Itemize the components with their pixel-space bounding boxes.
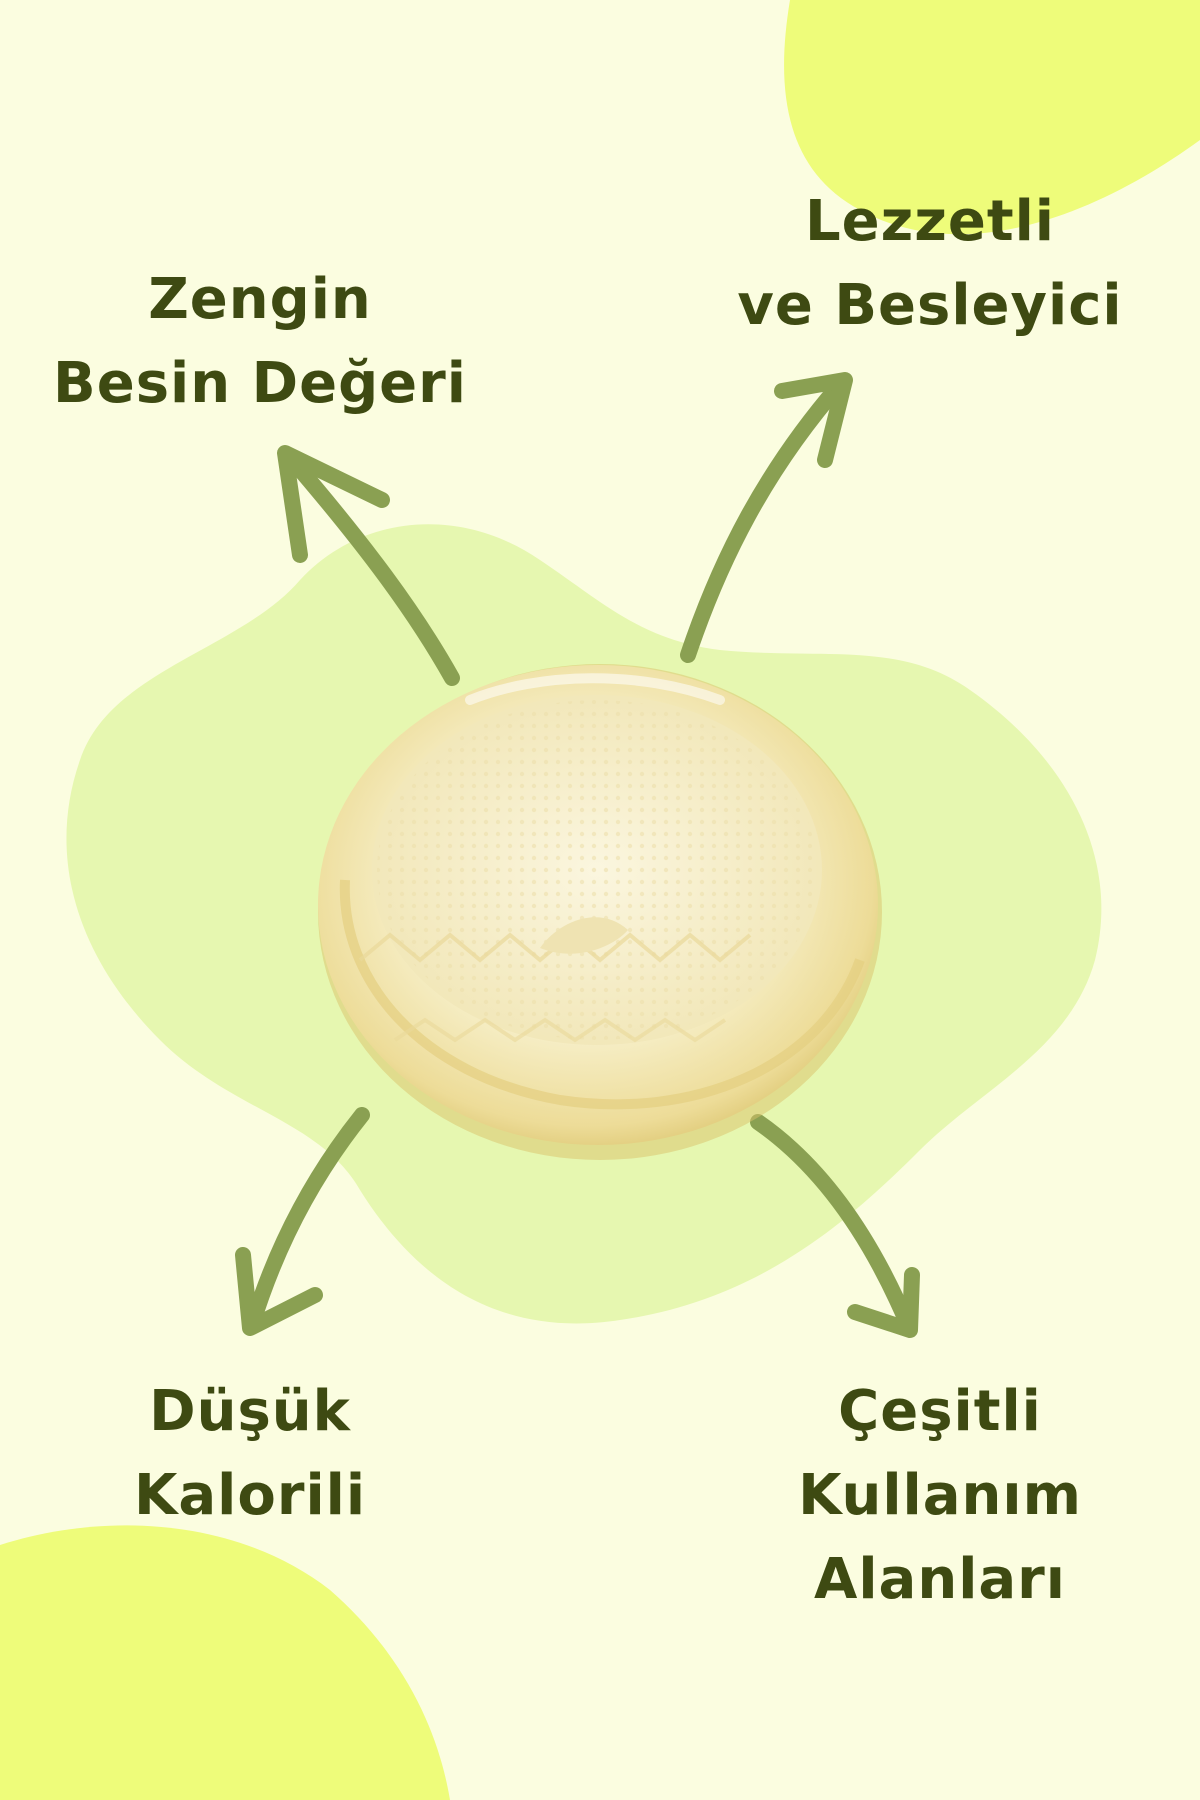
feature-rich-nutrition: Zengin Besin Değeri <box>40 258 480 426</box>
feature-tasty-nutritious-line2: ve Besleyici <box>737 273 1123 338</box>
corner-blob-bottom-left <box>0 1525 450 1800</box>
feature-low-calorie-line1: Düşük <box>149 1379 351 1444</box>
feature-tasty-nutritious-line1: Lezzetli <box>805 189 1055 254</box>
cheese-wheel <box>318 664 882 1160</box>
feature-low-calorie-line2: Kalorili <box>133 1463 367 1528</box>
arrow-top-left <box>277 445 460 686</box>
feature-rich-nutrition-line1: Zengin <box>148 267 372 332</box>
feature-various-uses-line2: Kullanım <box>798 1463 1082 1528</box>
feature-tasty-nutritious: Lezzetli ve Besleyici <box>700 180 1160 348</box>
corner-blob-top-right <box>784 0 1200 235</box>
feature-various-uses-line3: Alanları <box>814 1547 1066 1612</box>
feature-various-uses-line1: Çeşitli <box>838 1379 1042 1444</box>
arrow-top-right <box>680 372 853 663</box>
feature-various-uses: Çeşitli Kullanım Alanları <box>740 1370 1140 1622</box>
feature-low-calorie: Düşük Kalorili <box>60 1370 440 1538</box>
feature-rich-nutrition-line2: Besin Değeri <box>53 351 467 416</box>
arrow-bottom-right <box>750 1114 920 1338</box>
arrow-bottom-left <box>235 1107 370 1336</box>
